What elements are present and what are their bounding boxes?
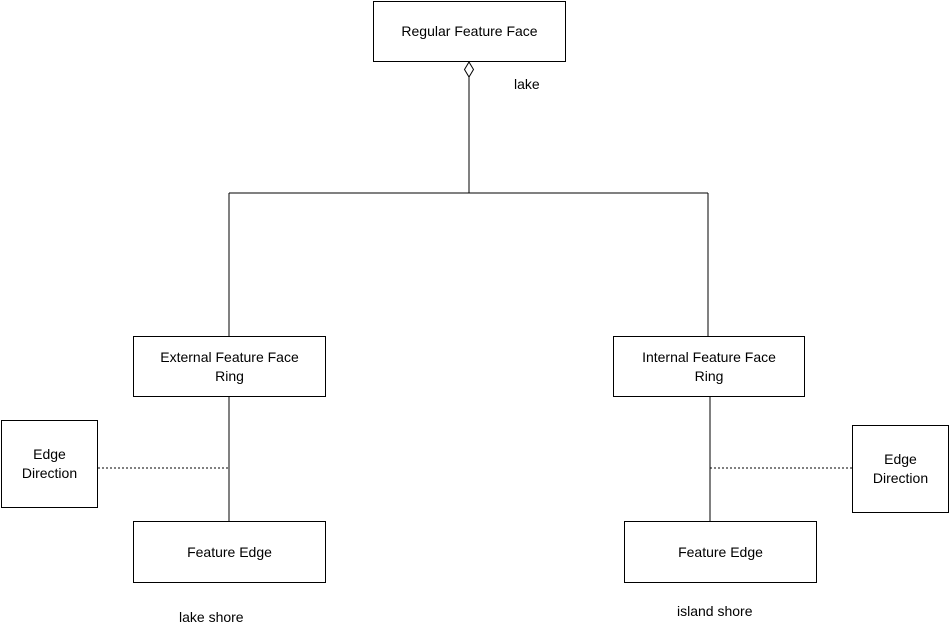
island-shore-label: island shore: [677, 603, 753, 619]
external-feature-face-ring-text: External Feature Face Ring: [160, 348, 299, 384]
left-edge-direction-box[interactable]: Edge Direction: [1, 420, 98, 508]
right-edge-direction-box[interactable]: Edge Direction: [852, 425, 949, 513]
aggregation-diamond-icon: [463, 61, 475, 78]
right-feature-edge-box[interactable]: Feature Edge: [624, 521, 817, 583]
left-feature-edge-text: Feature Edge: [187, 543, 272, 560]
lake-shore-label: lake shore: [179, 609, 244, 625]
internal-feature-face-ring-text: Internal Feature Face Ring: [642, 348, 776, 384]
right-feature-edge-text: Feature Edge: [678, 543, 763, 560]
left-edge-direction-text: Edge Direction: [21, 446, 78, 481]
regular-feature-face-text: Regular Feature Face: [401, 23, 538, 39]
internal-feature-face-ring-box[interactable]: Internal Feature Face Ring: [613, 336, 805, 397]
regular-feature-face-box[interactable]: Regular Feature Face: [373, 1, 566, 62]
right-edge-direction-text: Edge Direction: [872, 451, 929, 486]
external-feature-face-ring-box[interactable]: External Feature Face Ring: [133, 336, 326, 397]
left-feature-edge-box[interactable]: Feature Edge: [133, 521, 326, 583]
lake-role-label: lake: [514, 76, 540, 92]
